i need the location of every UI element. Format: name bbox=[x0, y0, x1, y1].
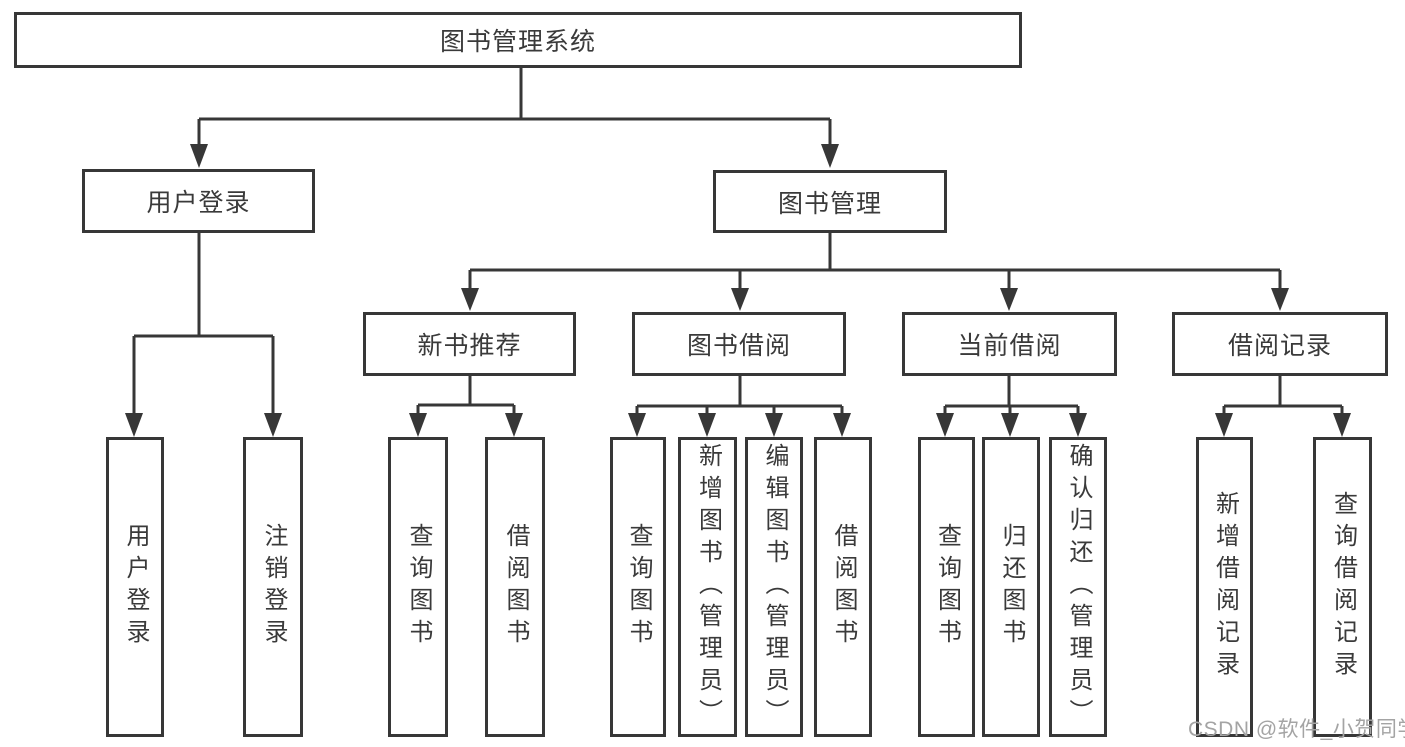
node-borrow-record: 借阅记录 bbox=[1172, 312, 1388, 376]
node-user-login: 用户登录 bbox=[82, 169, 315, 233]
node-new-book-recommend: 新书推荐 bbox=[363, 312, 576, 376]
leaf-query-books-2: 查询图书 bbox=[610, 437, 666, 737]
connector-borrow-record bbox=[1222, 376, 1344, 414]
leaf-user-login: 用户登录 bbox=[106, 437, 164, 737]
leaf-query-borrow-record: 查询借阅记录 bbox=[1313, 437, 1372, 737]
leaf-logout: 注销登录 bbox=[243, 437, 303, 737]
csdn-watermark: CSDN @软件_小贺同学 bbox=[1188, 718, 1405, 741]
connector-book-management bbox=[468, 233, 1282, 289]
connector-book-borrow bbox=[635, 376, 844, 414]
connector-current-borrow bbox=[943, 376, 1080, 414]
leaf-borrow-books-1: 借阅图书 bbox=[485, 437, 545, 737]
connector-root bbox=[197, 68, 832, 146]
node-book-borrow: 图书借阅 bbox=[632, 312, 846, 376]
leaf-edit-book-admin: 编辑图书（管理员） bbox=[745, 437, 803, 737]
arrowheads bbox=[125, 144, 1351, 437]
leaf-return-book: 归还图书 bbox=[982, 437, 1040, 737]
leaf-query-books-1: 查询图书 bbox=[388, 437, 448, 737]
leaf-confirm-return-admin: 确认归还（管理员） bbox=[1049, 437, 1107, 737]
leaf-borrow-books-2: 借阅图书 bbox=[814, 437, 872, 737]
connector-user-login bbox=[132, 233, 275, 414]
connector-new-book bbox=[416, 376, 516, 414]
node-root: 图书管理系统 bbox=[14, 12, 1022, 68]
leaf-add-book-admin: 新增图书（管理员） bbox=[678, 437, 737, 737]
node-book-management: 图书管理 bbox=[713, 170, 947, 233]
leaf-query-books-3: 查询图书 bbox=[918, 437, 975, 737]
node-current-borrow: 当前借阅 bbox=[902, 312, 1117, 376]
leaf-add-borrow-record: 新增借阅记录 bbox=[1196, 437, 1253, 737]
